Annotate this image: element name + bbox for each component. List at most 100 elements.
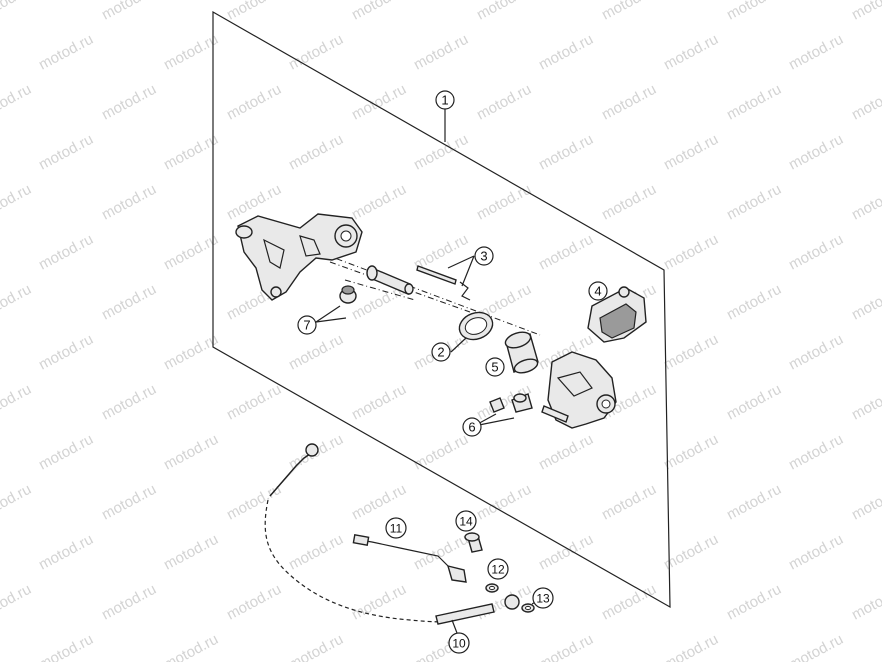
brake-hose xyxy=(264,443,520,625)
watermark-text: motod.ru xyxy=(661,631,721,662)
watermark-text: motod.ru xyxy=(36,531,96,574)
svg-text:14: 14 xyxy=(459,515,473,529)
callout-11: 11 xyxy=(385,517,407,539)
watermark-text: motod.ru xyxy=(724,381,784,424)
watermark-text: motod.ru xyxy=(99,0,159,24)
watermark-text: motod.ru xyxy=(349,581,409,624)
svg-text:4: 4 xyxy=(594,284,601,299)
svg-text:5: 5 xyxy=(491,360,498,375)
watermark-text: motod.ru xyxy=(724,281,784,324)
watermark-text: motod.ru xyxy=(0,481,34,524)
watermark-text: motod.ru xyxy=(224,481,284,524)
callout-1: 1 xyxy=(435,90,455,110)
watermark-text: motod.ru xyxy=(849,81,882,124)
caliper-bracket xyxy=(235,213,363,301)
watermark-text: motod.ru xyxy=(661,231,721,274)
watermark-text: motod.ru xyxy=(599,481,659,524)
watermark-text: motod.ru xyxy=(286,31,346,74)
svg-text:13: 13 xyxy=(536,592,550,606)
watermark-text: motod.ru xyxy=(99,81,159,124)
watermark-text: motod.ru xyxy=(474,0,534,24)
pad-pin xyxy=(416,265,471,301)
svg-text:6: 6 xyxy=(468,420,475,435)
watermark-text: motod.ru xyxy=(36,131,96,174)
sensor-cable xyxy=(352,534,467,583)
watermark-text: motod.ru xyxy=(0,181,34,224)
watermark-text: motod.ru xyxy=(474,581,534,624)
piston xyxy=(504,331,539,374)
watermark-text: motod.ru xyxy=(536,131,596,174)
watermark-text: motod.ru xyxy=(224,81,284,124)
watermark-text: motod.ru xyxy=(786,531,846,574)
watermark-text: motod.ru xyxy=(161,431,221,474)
svg-text:11: 11 xyxy=(390,522,403,536)
watermark-text: motod.ru xyxy=(349,481,409,524)
watermark-text: motod.ru xyxy=(224,581,284,624)
callout-3: 3 xyxy=(474,246,494,266)
watermark-text: motod.ru xyxy=(474,181,534,224)
watermark-text: motod.ru xyxy=(161,31,221,74)
watermark-text: motod.ru xyxy=(849,181,882,224)
watermark-text: motod.ru xyxy=(286,631,346,662)
watermark-text: motod.ru xyxy=(661,31,721,74)
watermark-text: motod.ru xyxy=(536,31,596,74)
watermark-text: motod.ru xyxy=(661,431,721,474)
watermark-text: motod.ru xyxy=(161,531,221,574)
svg-text:12: 12 xyxy=(491,563,505,577)
watermark-text: motod.ru xyxy=(536,531,596,574)
watermark-text: motod.ru xyxy=(599,581,659,624)
watermark-text: motod.ru xyxy=(36,431,96,474)
watermark-text: motod.ru xyxy=(661,531,721,574)
watermark-text: motod.ru xyxy=(224,381,284,424)
watermark-text: motod.ru xyxy=(724,0,784,24)
watermark-text: motod.ru xyxy=(0,381,34,424)
svg-text:7: 7 xyxy=(303,318,310,333)
callout-5: 5 xyxy=(485,357,505,377)
watermark-text: motod.ru xyxy=(99,381,159,424)
watermark-text: motod.ru xyxy=(286,331,346,374)
watermark-text: motod.ru xyxy=(786,131,846,174)
callout-6: 6 xyxy=(462,417,482,437)
watermark-text: motod.ru xyxy=(99,181,159,224)
slide-pin xyxy=(366,265,414,295)
callout-group: 1 2 3 4 5 6 7 10 xyxy=(297,90,608,654)
watermark-text: motod.ru xyxy=(411,431,471,474)
washer-13 xyxy=(521,603,535,613)
caliper-body xyxy=(541,351,617,429)
watermark-text: motod.ru xyxy=(99,481,159,524)
watermark-text: motod.ru xyxy=(474,481,534,524)
piston-seal-ring xyxy=(458,311,494,341)
callout-leaders xyxy=(315,255,543,634)
callout-12: 12 xyxy=(487,558,509,580)
watermark-text: motod.ru xyxy=(99,581,159,624)
watermark-text: motod.ru xyxy=(224,181,284,224)
watermark-text: motod.ru xyxy=(661,131,721,174)
callout-2: 2 xyxy=(431,342,451,362)
watermark-text: motod.ru xyxy=(411,31,471,74)
watermark-text: motod.ru xyxy=(724,181,784,224)
watermark-text: motod.ru xyxy=(224,0,284,24)
watermark-text: motod.ru xyxy=(786,331,846,374)
callout-13: 13 xyxy=(532,587,554,609)
watermark-text: motod.ru xyxy=(99,281,159,324)
watermark-text: motod.ru xyxy=(724,581,784,624)
svg-text:3: 3 xyxy=(480,249,487,264)
svg-text:10: 10 xyxy=(452,637,466,651)
watermark-text: motod.ru xyxy=(36,31,96,74)
watermark-text: motod.ru xyxy=(849,0,882,24)
watermark-text: motod.ru xyxy=(661,331,721,374)
svg-text:2: 2 xyxy=(437,345,444,360)
watermark-text: motod.ru xyxy=(36,231,96,274)
watermark-text: motod.ru xyxy=(786,31,846,74)
watermark-text: motod.ru xyxy=(286,531,346,574)
watermark-text: motod.ru xyxy=(161,131,221,174)
watermark-text: motod.ru xyxy=(161,231,221,274)
dust-boot-part xyxy=(339,285,357,304)
watermark-text: motod.ru xyxy=(786,431,846,474)
watermark-text: motod.ru xyxy=(286,131,346,174)
watermark-text: motod.ru xyxy=(36,631,96,662)
watermark-text: motod.ru xyxy=(786,231,846,274)
watermark-text: motod.ru xyxy=(786,631,846,662)
watermark-text: motod.ru xyxy=(0,281,34,324)
